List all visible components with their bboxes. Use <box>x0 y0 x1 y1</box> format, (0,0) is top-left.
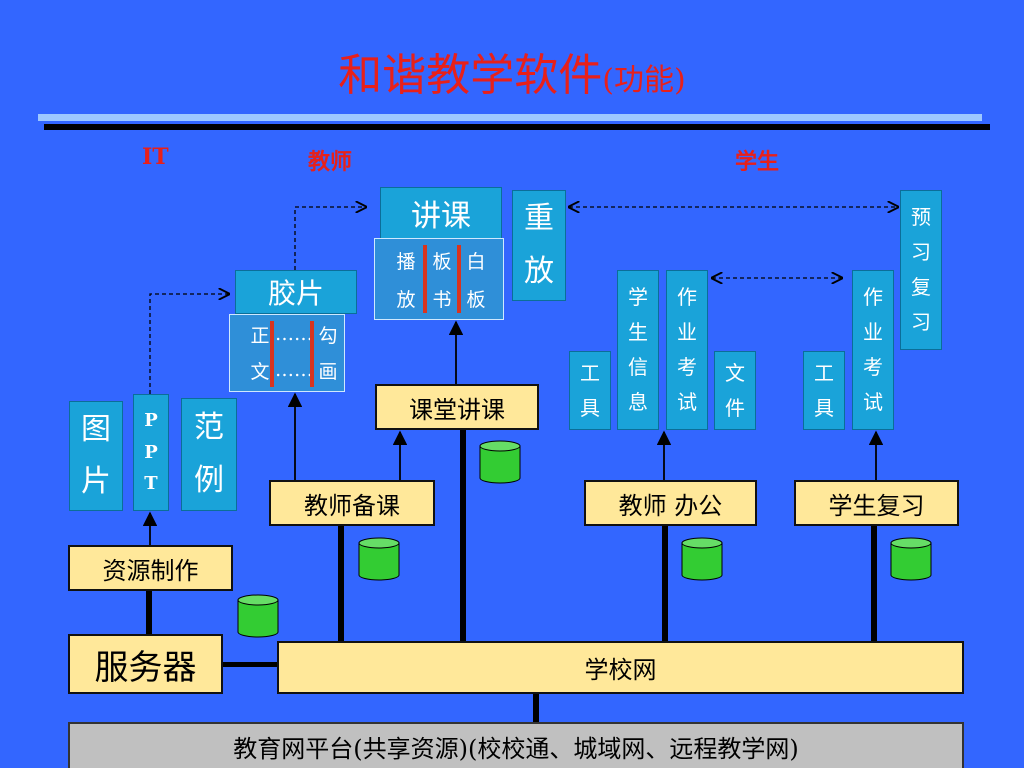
database-icon <box>479 440 521 484</box>
vertical-char: 习 <box>911 240 931 264</box>
platform-bar: 教育网平台(共享资源)(校校通、城域网、远程教学网) <box>68 722 964 768</box>
film-panel: 正 文 …… …… 勾 画 <box>229 314 345 392</box>
database-icon <box>890 537 932 581</box>
node-teacher-office: 教师 办公 <box>584 480 757 526</box>
lecture-cell: 放 <box>396 288 416 311</box>
vertical-char: T <box>144 473 158 495</box>
film-cell: …… <box>275 359 313 381</box>
node-resource-production: 资源制作 <box>68 545 233 591</box>
divider-bar <box>423 245 427 313</box>
node-teacher-prep: 教师备课 <box>269 480 435 526</box>
vertical-char: 生 <box>628 320 648 344</box>
lecture-cell: 白 <box>466 250 486 273</box>
connector <box>533 694 539 722</box>
leaf-example: 范例 <box>181 398 237 511</box>
node-student-review: 学生复习 <box>794 480 959 526</box>
page-title: 和谐教学软件(功能) <box>0 48 1024 109</box>
header-student: 学生 <box>735 149 780 175</box>
film-cell: 画 <box>318 360 338 383</box>
vertical-char: 预 <box>911 205 931 229</box>
node-school-network: 学校网 <box>277 641 964 694</box>
database-icon <box>681 537 723 581</box>
divider-bar <box>270 321 274 387</box>
leaf-tools-student: 工具 <box>803 351 845 430</box>
vertical-char: 件 <box>725 395 745 420</box>
vertical-char: 工 <box>814 360 834 385</box>
vertical-char: P <box>144 441 158 463</box>
header-teacher: 教师 <box>308 149 353 175</box>
connector <box>223 662 277 667</box>
database-icon <box>237 594 279 638</box>
title-main: 和谐教学软件 <box>338 50 603 101</box>
node-server: 服务器 <box>68 634 223 694</box>
vertical-char: 考 <box>677 355 697 379</box>
vertical-char: 片 <box>81 464 111 499</box>
lecture-cell: 书 <box>432 288 452 311</box>
vertical-char: 例 <box>194 462 224 498</box>
leaf-picture: 图片 <box>69 401 123 511</box>
title-rule-light <box>38 114 982 121</box>
vertical-char: 业 <box>677 320 697 344</box>
film-cell: 正 <box>250 324 270 347</box>
lecture-panel: 播 放 板 书 白 板 <box>374 238 504 320</box>
leaf-replay: 重放 <box>512 190 566 301</box>
title-rule-dark <box>44 124 990 130</box>
leaf-lecture: 讲课 <box>380 187 502 239</box>
vertical-char: 业 <box>863 320 883 344</box>
lecture-cell: 板 <box>466 288 486 311</box>
dashed-arrow-icon <box>294 207 366 270</box>
vertical-char: 复 <box>911 275 931 299</box>
connector <box>338 526 344 641</box>
leaf-files: 文件 <box>714 351 756 430</box>
connector <box>871 526 877 641</box>
leaf-tools-teacher: 工具 <box>569 351 611 430</box>
leaf-student-info: 学生信息 <box>617 270 659 430</box>
vertical-char: 作 <box>863 285 883 309</box>
vertical-char: 具 <box>580 395 600 420</box>
film-cell: 勾 <box>318 324 338 347</box>
leaf-film: 胶片 <box>235 270 357 314</box>
vertical-char: 试 <box>677 390 697 414</box>
vertical-char: 范 <box>194 410 224 445</box>
divider-bar <box>457 245 461 313</box>
lecture-cell: 板 <box>432 250 452 273</box>
leaf-preview-review: 预习复习 <box>900 190 942 350</box>
vertical-char: 作 <box>677 285 697 309</box>
dashed-arrow-icon <box>149 294 229 394</box>
vertical-char: 图 <box>81 411 111 447</box>
vertical-char: 文 <box>725 360 745 385</box>
divider-bar <box>310 321 314 387</box>
vertical-char: 习 <box>911 310 931 334</box>
vertical-char: 试 <box>863 390 883 414</box>
leaf-homework-exam-teacher: 作业考试 <box>666 270 708 430</box>
film-cell: 文 <box>250 360 270 383</box>
vertical-char: P <box>144 410 158 432</box>
database-icon <box>358 537 400 581</box>
vertical-char: 考 <box>863 355 883 379</box>
connector <box>460 430 466 641</box>
leaf-homework-exam-student: 作业考试 <box>852 270 894 430</box>
connector <box>146 591 152 634</box>
film-cell: …… <box>275 323 313 345</box>
vertical-char: 重 <box>524 201 554 236</box>
vertical-char: 工 <box>580 360 600 385</box>
header-it: IT <box>142 144 169 170</box>
lecture-cell: 播 <box>396 250 416 273</box>
connector <box>662 526 668 641</box>
node-classroom-lecture: 课堂讲课 <box>375 384 539 430</box>
title-sub: (功能) <box>602 63 686 98</box>
vertical-char: 具 <box>814 395 834 420</box>
vertical-char: 息 <box>628 390 648 414</box>
vertical-char: 放 <box>524 253 554 289</box>
vertical-char: 学 <box>628 285 648 309</box>
vertical-char: 信 <box>628 355 648 379</box>
